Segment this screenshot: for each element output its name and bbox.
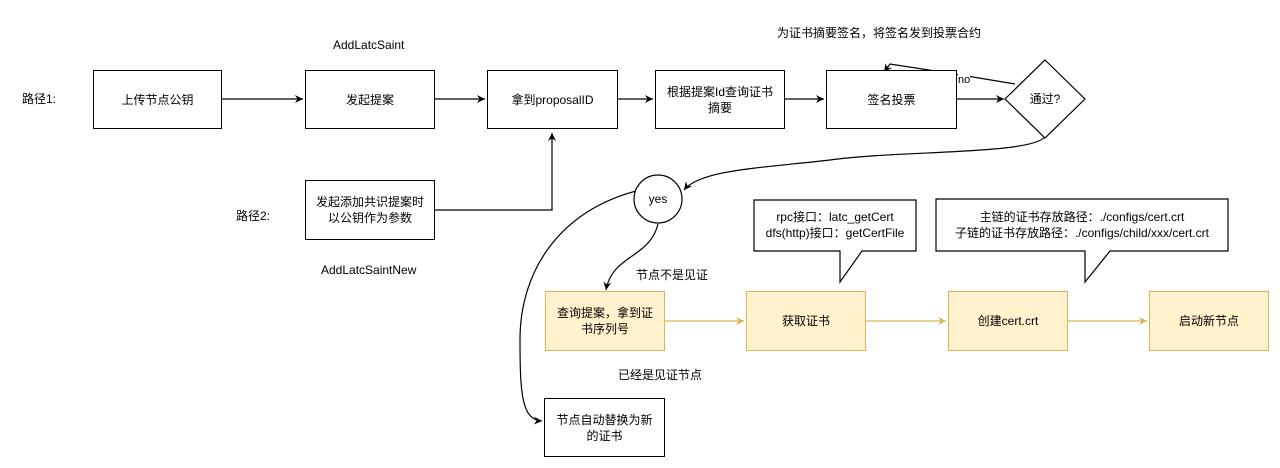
path2-label: 路径2: [236, 209, 271, 223]
top-note-label: 为证书摘要签名，将签名发到投票合约 [777, 26, 982, 40]
path1-label: 路径1: [22, 92, 57, 106]
callout-rpc-shape [753, 199, 917, 284]
auto-replace-node[interactable]: 节点自动替换为新的证书 [544, 398, 665, 457]
query-serial-node[interactable]: 查询提案，拿到证书序列号 [545, 291, 665, 351]
get-proposal-id-node[interactable]: 拿到proposalID [487, 70, 618, 129]
yes-circle [633, 174, 683, 224]
add-latc-saint-new-label: AddLatcSaintNew [321, 263, 417, 277]
yes-label[interactable]: yes [648, 192, 668, 206]
edge-consensus-to-id [435, 133, 556, 211]
rpc-callout-line2: dfs(http)接口：getCertFile [765, 226, 905, 240]
path-callout-text: 主链的证书存放路径：./configs/cert.crt 子链的证书存放路径：.… [936, 209, 1228, 241]
already-witness-label: 已经是见证节点 [618, 368, 703, 382]
sign-vote-node[interactable]: 签名投票 [826, 70, 957, 129]
query-digest-node[interactable]: 根据提案Id查询证书摘要 [655, 70, 785, 129]
start-node-node[interactable]: 启动新节点 [1149, 291, 1269, 351]
pass-decision-label[interactable]: 通过? [1029, 92, 1061, 106]
no-label: no [958, 72, 971, 88]
add-latc-saint-label: AddLatcSaint [333, 38, 405, 52]
decision-diamond [1004, 59, 1086, 139]
upload-key-node[interactable]: 上传节点公钥 [93, 70, 222, 129]
consensus-proposal-node[interactable]: 发起添加共识提案时以公钥作为参数 [305, 180, 435, 240]
rpc-callout-line1: rpc接口：latc_getCert [776, 210, 894, 224]
edge-yes-to-replace [519, 189, 641, 425]
edge-no-loop [883, 63, 1016, 85]
callout-path-shape [935, 198, 1229, 284]
rpc-callout-text: rpc接口：latc_getCert dfs(http)接口：getCertFi… [754, 209, 916, 241]
edge-yes-to-query [603, 223, 659, 291]
edge-decision-to-yes [683, 134, 1047, 191]
path-callout-line2: 子链的证书存放路径：./configs/child/xxx/cert.crt [954, 226, 1210, 240]
not-witness-label: 节点不是见证 [636, 268, 709, 282]
path-callout-line1: 主链的证书存放路径：./configs/cert.crt [979, 210, 1185, 224]
get-cert-node[interactable]: 获取证书 [746, 291, 866, 351]
start-proposal-node[interactable]: 发起提案 [305, 70, 435, 129]
create-cert-node[interactable]: 创建cert.crt [948, 291, 1068, 351]
